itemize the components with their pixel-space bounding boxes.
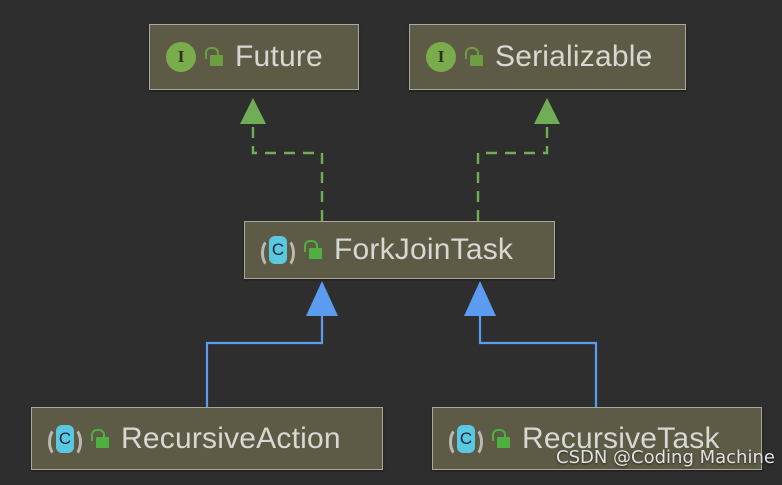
uml-node-recursivetask[interactable]: C RecursiveTask: [432, 407, 762, 470]
unlocked-padlock-icon: [91, 428, 109, 449]
uml-node-forkjointask[interactable]: C ForkJoinTask: [244, 221, 555, 279]
interface-icon: I: [426, 42, 456, 72]
class-icon: C: [261, 235, 295, 268]
inheritance-line-recursivetask: [478, 314, 598, 407]
uml-node-label: ForkJoinTask: [334, 233, 514, 266]
edge-forkjointask-implements-future: [240, 98, 324, 221]
uml-node-recursiveaction[interactable]: C RecursiveAction: [31, 407, 383, 470]
inheritance-line-recursiveaction: [205, 314, 324, 407]
uml-node-label: Future: [235, 40, 323, 73]
unlocked-padlock-icon: [205, 47, 223, 67]
unlocked-padlock-icon: [465, 47, 483, 67]
inheritance-arrowhead-recursiveaction: [306, 281, 338, 316]
interface-icon: I: [166, 42, 196, 72]
realization-arrowhead-serializable: [534, 98, 560, 124]
edge-recursivetask-extends-forkjointask: [464, 281, 598, 407]
realization-line-serializable: [476, 122, 549, 221]
class-icon: C: [449, 424, 483, 457]
uml-node-label: RecursiveTask: [522, 421, 720, 455]
realization-line-future: [251, 122, 324, 221]
uml-node-future[interactable]: I Future: [149, 24, 359, 90]
edge-forkjointask-implements-serializable: [476, 98, 560, 221]
unlocked-padlock-icon: [492, 428, 510, 449]
uml-node-label: Serializable: [495, 40, 653, 73]
edge-recursiveaction-extends-forkjointask: [205, 281, 338, 407]
unlocked-padlock-icon: [304, 240, 322, 260]
class-icon: C: [48, 424, 82, 457]
watermark-text: CSDN @Coding Machine: [556, 447, 775, 468]
uml-node-label: RecursiveAction: [121, 421, 341, 455]
realization-arrowhead-future: [240, 98, 266, 124]
inheritance-arrowhead-recursivetask: [464, 281, 496, 316]
uml-node-serializable[interactable]: I Serializable: [409, 24, 686, 90]
